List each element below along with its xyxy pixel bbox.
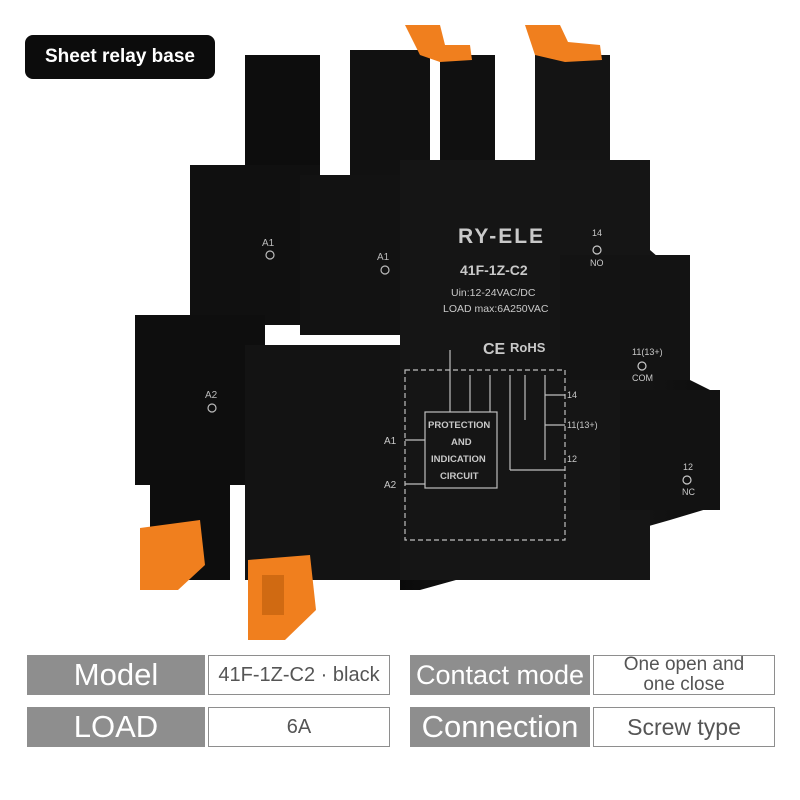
back-a1-label: A1 <box>262 238 275 249</box>
no-number-label: 14 <box>592 228 602 238</box>
model-marking: 41F-1Z-C2 <box>460 262 528 278</box>
ce-mark: CE <box>483 341 506 358</box>
nc-label: NC <box>682 487 695 497</box>
diagram-12-label: 12 <box>567 454 577 464</box>
com-number-label: 11(13+) <box>632 347 663 357</box>
nc-number-label: 12 <box>683 462 693 472</box>
bottom-latch-back <box>140 520 205 590</box>
model-value: 41F-1Z-C2 · black <box>208 655 390 695</box>
back-a2-label: A2 <box>205 390 218 401</box>
relay-base-illustration: A1 A2 A1 A2 <box>135 25 720 640</box>
no-label: NO <box>590 258 604 268</box>
front-a2-label: A2 <box>384 480 397 491</box>
product-photo: A1 A2 A1 A2 <box>135 25 720 640</box>
diagram-14-label: 14 <box>567 390 577 400</box>
load-value: 6A <box>208 707 390 747</box>
rohs-mark: RoHS <box>510 340 546 355</box>
relay-base-front-unit: RY-ELE 41F-1Z-C2 Uin:12-24VAC/DC LOAD ma… <box>140 25 720 640</box>
circuit-line-2: AND <box>451 437 472 448</box>
circuit-line-4: CIRCUIT <box>440 471 479 482</box>
diagram-11-label: 11(13+) <box>567 420 598 430</box>
model-label: Model <box>27 655 205 695</box>
top-latch-right <box>525 25 602 62</box>
relay-base-back-unit: A1 A2 <box>135 55 320 580</box>
top-latch-left <box>405 25 472 62</box>
contact-mode-value: One open and one close <box>593 655 775 695</box>
voltage-marking: Uin:12-24VAC/DC <box>451 287 536 299</box>
circuit-line-1: PROTECTION <box>428 420 490 431</box>
circuit-line-3: INDICATION <box>431 454 486 465</box>
load-marking: LOAD max:6A250VAC <box>443 303 549 315</box>
load-label: LOAD <box>27 707 205 747</box>
badge-text: Sheet relay base <box>45 46 195 67</box>
wiring-diagram <box>404 350 566 541</box>
contact-mode-label: Contact mode <box>410 655 590 695</box>
product-type-badge: Sheet relay base <box>25 35 215 79</box>
middle-a1-label: A1 <box>377 252 390 263</box>
front-a1-label: A1 <box>384 436 397 447</box>
brand-marking: RY-ELE <box>458 225 545 248</box>
com-label: COM <box>632 373 653 383</box>
connection-value: Screw type <box>593 707 775 747</box>
connection-label: Connection <box>410 707 590 747</box>
